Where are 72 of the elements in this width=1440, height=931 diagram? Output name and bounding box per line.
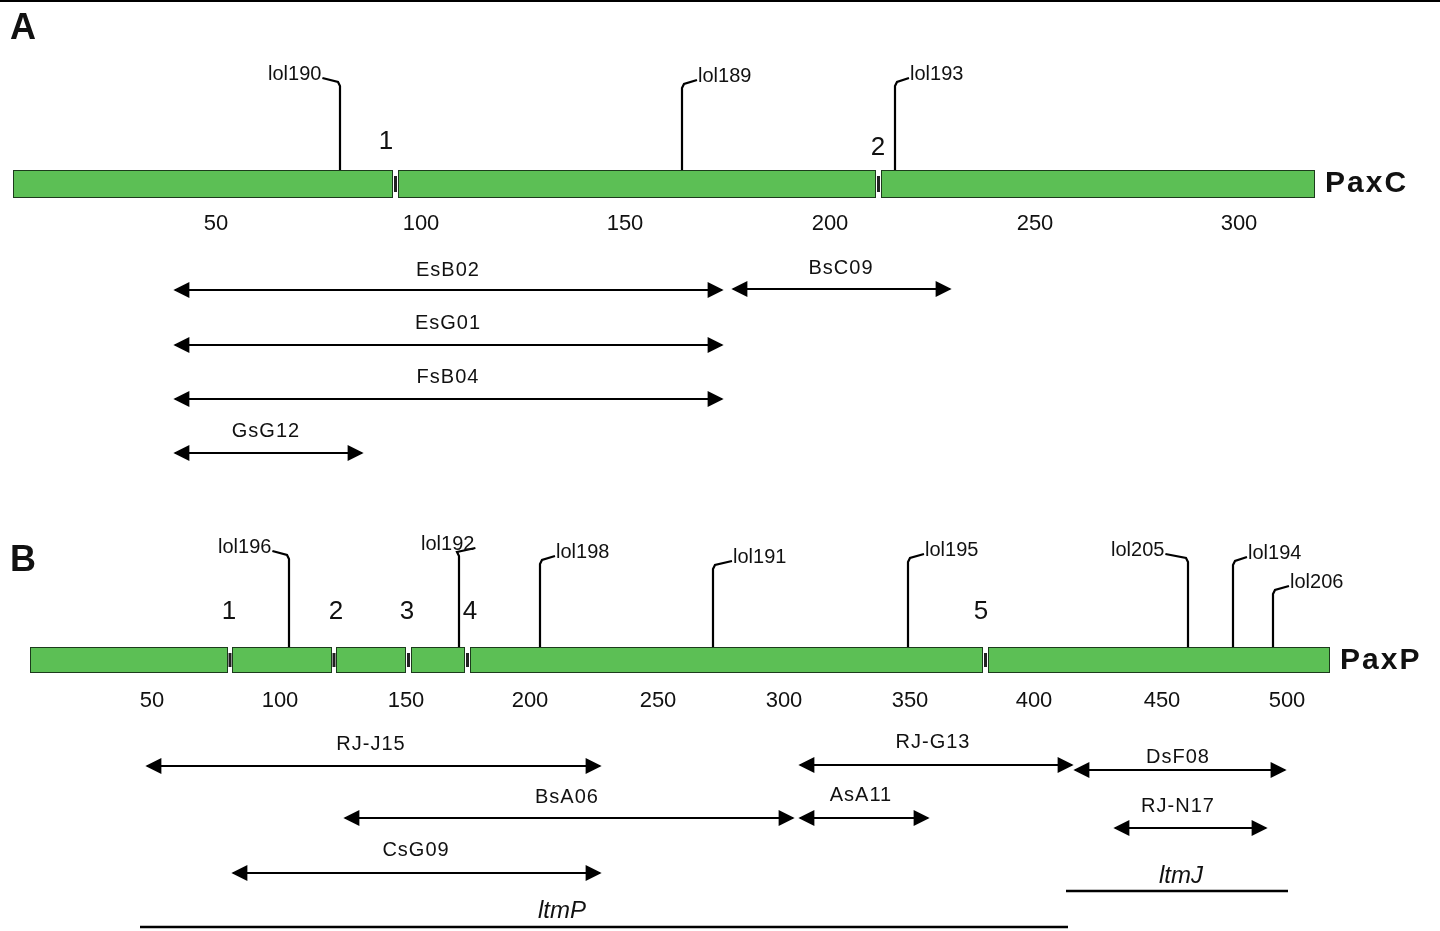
clone-label: FsB04 — [416, 365, 480, 387]
intron-number: 4 — [462, 596, 478, 624]
clone-label: EsB02 — [416, 258, 480, 280]
leader-line — [893, 76, 910, 170]
axis-tick-label: 300 — [765, 688, 803, 712]
intron-number: 3 — [399, 596, 415, 624]
axis-tick-label: 350 — [891, 688, 929, 712]
axis-tick-label: 250 — [639, 688, 677, 712]
exon-bar — [336, 647, 406, 673]
axis-tick-label: 300 — [1220, 211, 1258, 235]
leader-line — [538, 554, 556, 647]
clone-label: RJ-N17 — [1141, 794, 1215, 816]
clone-label: RJ-J15 — [336, 732, 406, 754]
intron-number: 2 — [870, 132, 886, 160]
leader-line — [322, 76, 342, 170]
leader-line — [1231, 555, 1248, 647]
gene-label: lol189 — [698, 64, 752, 86]
intron-number: 5 — [973, 596, 989, 624]
exon-bar — [470, 647, 983, 673]
gene-label: lol190 — [268, 62, 322, 84]
clone-label: DsF08 — [1146, 745, 1210, 767]
axis-tick-label: 150 — [606, 211, 644, 235]
exon-bar — [232, 647, 332, 673]
gene-name: ltmP — [538, 897, 586, 923]
clone-label: GsG12 — [231, 419, 301, 441]
leader-line — [680, 78, 698, 170]
gene-label: lol195 — [925, 538, 979, 560]
axis-tick-label: 500 — [1268, 688, 1306, 712]
intron-number: 1 — [378, 126, 394, 154]
exon-bar — [881, 170, 1315, 198]
panel-letter: A — [10, 8, 36, 46]
cluster-name: PaxC — [1325, 166, 1409, 198]
intron-number: 1 — [221, 596, 237, 624]
axis-tick-label: 50 — [203, 211, 229, 235]
axis-tick-label: 50 — [139, 688, 165, 712]
leader-line — [711, 559, 733, 647]
axis-tick-label: 250 — [1016, 211, 1054, 235]
exon-bar — [398, 170, 876, 198]
gene-label: lol205 — [1111, 538, 1165, 560]
exon-bar — [411, 647, 465, 673]
axis-tick-label: 100 — [261, 688, 299, 712]
leader-line — [272, 549, 291, 647]
leader-line — [906, 552, 925, 647]
axis-tick-label: 150 — [387, 688, 425, 712]
leader-line — [1271, 584, 1290, 647]
gene-label: lol191 — [733, 545, 787, 567]
axis-tick-label: 200 — [811, 211, 849, 235]
clone-label: EsG01 — [414, 311, 482, 333]
clone-label: BsC09 — [808, 256, 874, 278]
gene-label: lol198 — [556, 540, 610, 562]
axis-tick-label: 200 — [511, 688, 549, 712]
clone-label: RJ-G13 — [895, 730, 971, 752]
clone-label: BsA06 — [535, 785, 599, 807]
gene-label: lol196 — [218, 535, 272, 557]
leader-line — [455, 546, 476, 647]
cluster-name: PaxP — [1340, 643, 1422, 675]
gene-name: ltmJ — [1159, 862, 1203, 888]
gene-label: lol193 — [910, 62, 964, 84]
axis-tick-label: 400 — [1015, 688, 1053, 712]
panel-letter: B — [10, 540, 36, 578]
exon-bar — [30, 647, 228, 673]
exon-bar — [988, 647, 1330, 673]
axis-tick-label: 100 — [402, 211, 440, 235]
axis-tick-label: 450 — [1143, 688, 1181, 712]
clone-label: AsA11 — [829, 783, 893, 805]
exon-bar — [13, 170, 393, 198]
leader-line — [1165, 552, 1190, 647]
gene-label: lol194 — [1248, 541, 1302, 563]
gene-label: lol206 — [1290, 570, 1344, 592]
clone-label: CsG09 — [382, 838, 450, 860]
intron-number: 2 — [328, 596, 344, 624]
gene-label: lol192 — [421, 532, 475, 554]
